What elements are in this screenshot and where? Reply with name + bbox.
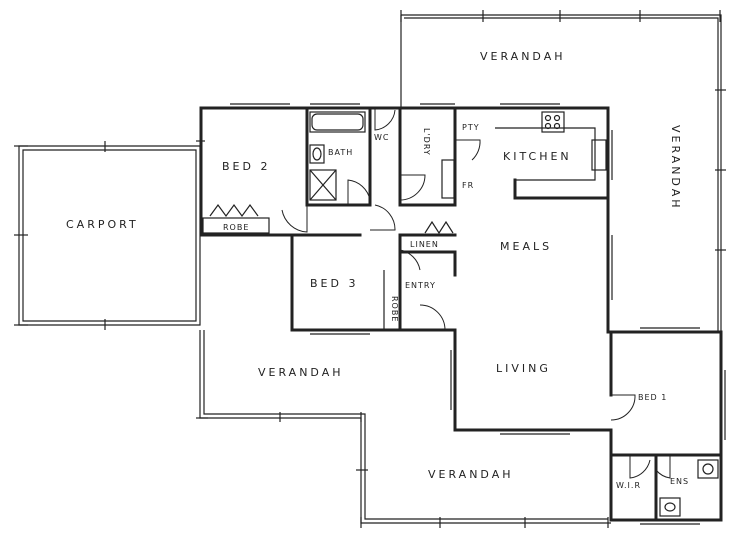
verandah-mid-label: VERANDAH	[258, 366, 344, 379]
entry-label: ENTRY	[405, 281, 436, 290]
ens-label: ENS	[670, 477, 689, 486]
robe-bed2-label: ROBE	[223, 223, 249, 232]
kitchen-label: KITCHEN	[503, 150, 572, 163]
verandah-posts	[196, 10, 726, 528]
bath-label: BATH	[328, 148, 353, 157]
living-label: LIVING	[496, 362, 551, 375]
house-walls	[199, 103, 726, 525]
robe-bed3-label: ROBE	[390, 296, 399, 322]
verandah-top-label: VERANDAH	[480, 50, 566, 63]
bed2-label: BED 2	[222, 160, 270, 173]
verandah-outline	[199, 14, 722, 524]
fixtures	[209, 111, 719, 517]
carport-outline	[14, 140, 205, 330]
carport-label: CARPORT	[66, 218, 139, 231]
wir-label: W.I.R	[616, 481, 641, 490]
interior-walls	[202, 106, 723, 522]
pty-label: PTY	[462, 123, 480, 132]
bed1-label: BED 1	[638, 393, 667, 402]
doors	[281, 108, 671, 479]
ldry-label: L'DRY	[422, 128, 431, 156]
linen-label: LINEN	[410, 240, 439, 249]
room-labels: VERANDAH VERANDAH VERANDAH VERANDAH CARP…	[66, 50, 689, 490]
fr-label: FR	[462, 181, 474, 190]
verandah-right-label: VERANDAH	[669, 125, 682, 211]
meals-label: MEALS	[500, 240, 552, 253]
wc-label: WC	[374, 133, 390, 142]
verandah-bottom-label: VERANDAH	[428, 468, 514, 481]
bed3-label: BED 3	[310, 277, 358, 290]
